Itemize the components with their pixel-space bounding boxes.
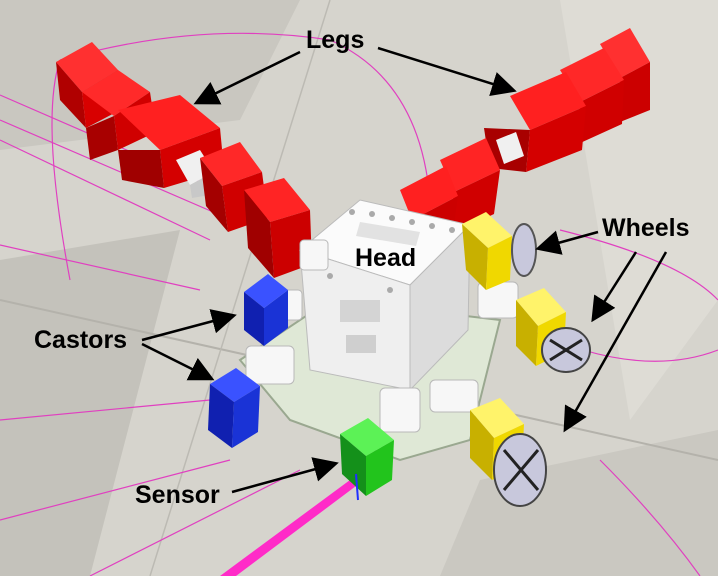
wheels-arrow-1 (535, 230, 599, 255)
castor-bottom (208, 368, 260, 448)
joint-connectors (245, 239, 519, 433)
floor-tile (440, 430, 718, 576)
floor-tile (0, 230, 180, 576)
wheel-module-top (462, 212, 537, 290)
castors-label: Castors (34, 326, 128, 354)
head-label: Head (355, 244, 417, 272)
sensor-label: Sensor (135, 481, 220, 509)
legs-arrow-left (193, 50, 301, 105)
castor-top (244, 274, 288, 346)
castors-arrow-top (141, 309, 237, 342)
head-module (298, 199, 471, 392)
wheel-module-bottom (470, 398, 547, 507)
annotation-arrows (141, 46, 668, 494)
sensor-arrow (231, 457, 339, 494)
legs-arrow-right (377, 46, 517, 96)
sensor-beam (220, 480, 356, 576)
wheels-arrow-3 (563, 251, 668, 433)
wheels-arrow-2 (591, 251, 638, 323)
wheel-module-middle (516, 288, 591, 373)
wheels-label: Wheels (602, 214, 690, 242)
legs-label: Legs (306, 26, 365, 54)
sensor-module (340, 418, 394, 501)
left-leg (56, 42, 312, 278)
castors-arrow-bottom (141, 342, 215, 381)
